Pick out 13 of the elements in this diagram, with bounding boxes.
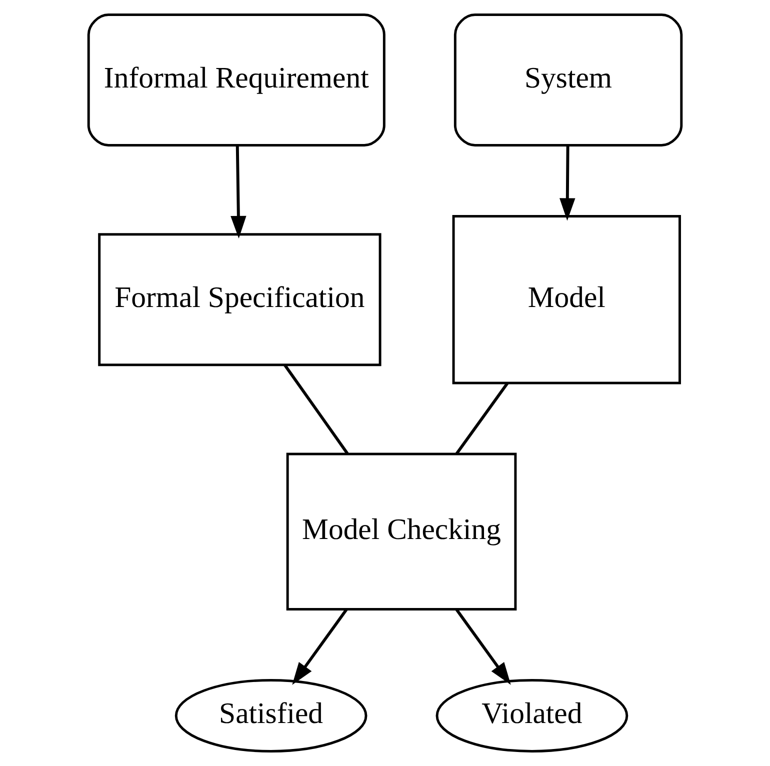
connector bbox=[455, 382, 509, 455]
arrow bbox=[230, 145, 246, 238]
node-ellipse: Violated bbox=[436, 678, 628, 752]
arrow bbox=[560, 145, 576, 221]
connector bbox=[284, 364, 349, 454]
node-box: Model Checking bbox=[286, 452, 517, 610]
node-box: Informal Requirement bbox=[87, 14, 386, 146]
node-box: Model bbox=[452, 214, 681, 384]
arrow bbox=[292, 608, 348, 685]
node-box: System bbox=[454, 14, 683, 146]
node-ellipse: Satisfied bbox=[174, 678, 368, 752]
node-box: Formal Specification bbox=[98, 233, 382, 366]
arrow bbox=[455, 608, 511, 685]
